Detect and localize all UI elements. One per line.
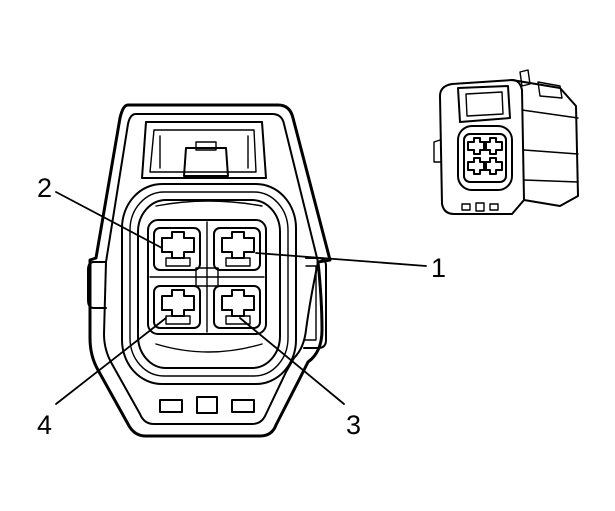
bottom-slot-left	[159, 399, 183, 413]
connector-housing-outer	[88, 103, 332, 438]
cavity-block	[147, 219, 267, 335]
seal-band-bottom	[155, 343, 263, 353]
iso-side-rib-top	[521, 109, 579, 119]
latch-inner	[149, 129, 257, 173]
terminal-cavity-1	[213, 227, 261, 271]
iso-housing-front	[439, 79, 525, 215]
iso-side-rib-mid	[523, 149, 579, 155]
connector-isometric-view	[433, 69, 579, 215]
leader-line-4	[55, 317, 167, 405]
bottom-slot-center	[196, 396, 218, 414]
leader-line-2	[55, 191, 163, 249]
latch-notch	[195, 141, 217, 151]
callout-label-4: 4	[37, 410, 52, 440]
bottom-slot-right	[231, 399, 255, 413]
iso-latch-inner	[465, 91, 504, 117]
seal-ring-inner	[137, 199, 281, 369]
iso-slot-right	[489, 203, 499, 211]
iso-housing-side	[511, 79, 579, 207]
side-ear-left	[87, 261, 107, 309]
cavity-center-key	[195, 267, 219, 287]
callout-label-2: 2	[37, 173, 52, 203]
connector-housing-inner	[103, 113, 319, 425]
side-ear-right-inner	[303, 265, 317, 341]
callout-leaders	[55, 191, 427, 405]
iso-slot-center	[475, 202, 485, 212]
connector-face-view	[87, 103, 332, 438]
iso-slot-left	[461, 203, 471, 211]
iso-top-tab-side	[537, 81, 563, 99]
callout-labels: 1 2 3 4	[37, 173, 446, 440]
terminal-cavity-4	[153, 285, 201, 329]
latch-tab	[183, 147, 229, 177]
latch-outer	[141, 121, 267, 179]
iso-cavity-top-right	[483, 137, 503, 155]
seal-ring-middle	[129, 191, 289, 377]
iso-top-tab-right	[519, 69, 531, 87]
iso-ear-left	[433, 139, 441, 163]
iso-side-rib-low	[523, 179, 579, 183]
callout-label-3: 3	[346, 410, 361, 440]
terminal-cavity-2	[153, 227, 201, 271]
terminal-cavity-3	[213, 285, 261, 329]
iso-cavity-bottom-right	[483, 157, 503, 175]
leader-line-1	[255, 252, 427, 267]
leader-line-3	[239, 317, 345, 405]
iso-cavity-block	[463, 133, 507, 183]
seal-ring-outer	[121, 183, 297, 385]
iso-seal	[457, 125, 513, 191]
iso-latch	[457, 85, 511, 123]
seal-band-top	[155, 200, 263, 207]
callout-label-1: 1	[431, 253, 446, 283]
